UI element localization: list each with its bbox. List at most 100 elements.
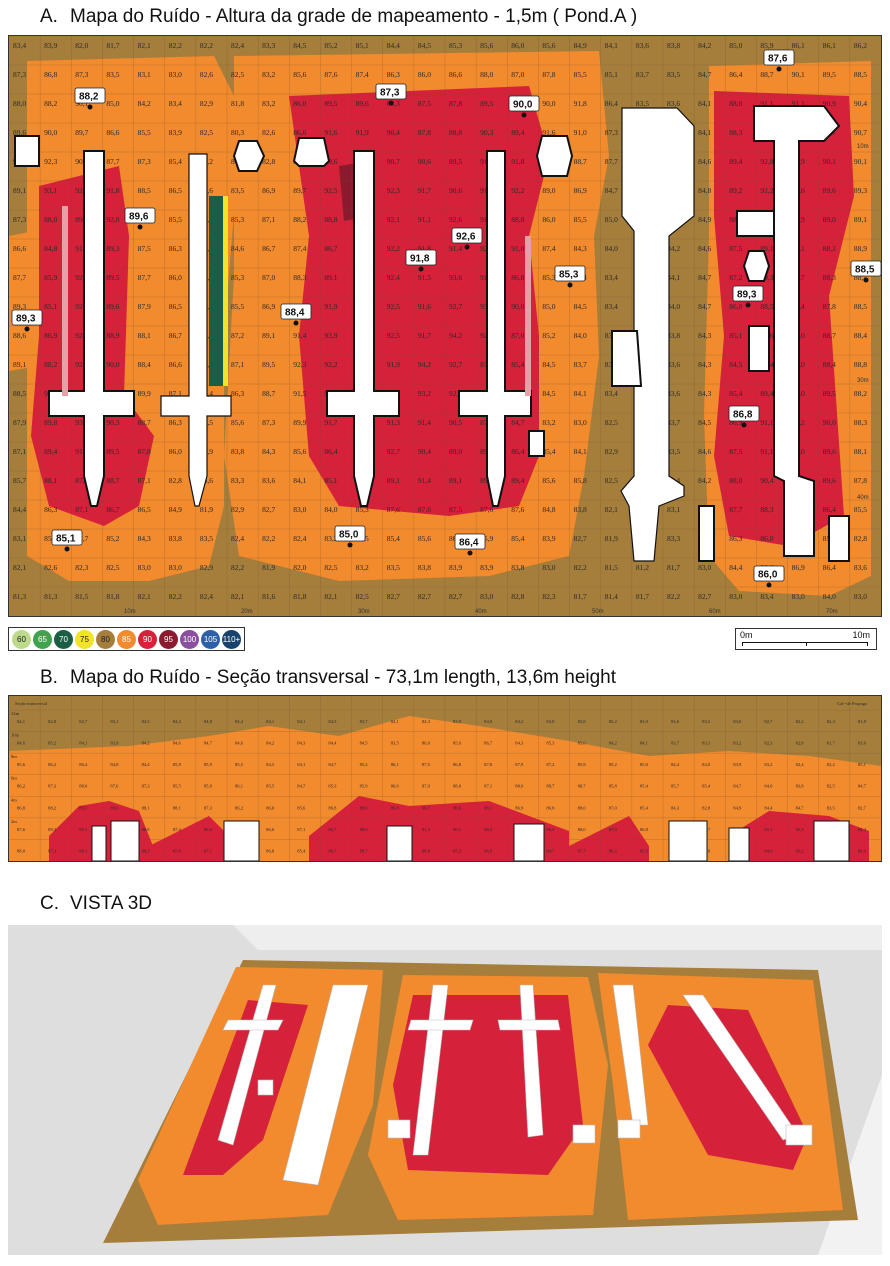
grid-value: 91,1: [792, 99, 805, 108]
callout-box: [405, 249, 437, 266]
grid-value: 89,1: [854, 215, 867, 224]
section-grid-value: 83,5: [391, 741, 400, 747]
section-grid-value: 87,4: [173, 827, 182, 833]
grid-value: 89,3: [13, 302, 26, 311]
receiver-callout: 87,3: [375, 83, 407, 106]
section-grid-value: 87,7: [578, 848, 587, 854]
grid-value: 81,5: [75, 592, 88, 601]
grid-value: 86,4: [729, 70, 742, 79]
grid-value: 89,6: [75, 215, 88, 224]
grid-value: 84,1: [667, 273, 680, 282]
grid-value: 86,7: [106, 505, 119, 514]
grid-value: 94,2: [418, 360, 431, 369]
grid-value: 82,5: [106, 563, 119, 572]
section-grid-value: 88,7: [360, 848, 369, 854]
grid-value: 91,8: [106, 186, 119, 195]
grid-value: 83,8: [667, 331, 680, 340]
grid-value: 82,9: [231, 505, 244, 514]
building-block-6: [753, 105, 841, 557]
grid-value: 84,3: [698, 389, 711, 398]
grid-value: 83,0: [169, 563, 182, 572]
section-grid-value: 85,4: [297, 848, 306, 854]
grid-value: 87,1: [138, 476, 151, 485]
building-3d-3-arm: [407, 1019, 474, 1031]
grid-value: 86,0: [729, 302, 742, 311]
section-grid-value: 85,5: [266, 784, 275, 790]
building-block-3: [326, 150, 400, 507]
building-3d-5: [612, 984, 649, 1126]
grid-value: 83,4: [760, 592, 773, 601]
grid-value: 89,1: [760, 244, 773, 253]
section-grid-value: 87,3: [142, 784, 151, 790]
section-grid-value: 84,3: [328, 719, 337, 725]
section-zone-90-b: [149, 816, 229, 861]
grid-value: 89,1: [262, 331, 275, 340]
grid-value: 87,8: [449, 99, 462, 108]
grid-value: 84,4: [387, 41, 400, 50]
section-grid-value: 85,0: [578, 741, 587, 747]
grid-value: 82,7: [418, 592, 431, 601]
grid-value: 84,1: [698, 99, 711, 108]
section-grid-value: 86,4: [79, 762, 88, 768]
grid-value: 81,8: [231, 99, 244, 108]
receiver-callout: 91,8: [405, 249, 437, 272]
grid-value: 85,1: [44, 302, 57, 311]
grid-value: 88,5: [760, 302, 773, 311]
grid-value: 83,0: [729, 592, 742, 601]
grid-value: 81,9: [200, 505, 213, 514]
grid-value: 83,5: [106, 70, 119, 79]
section-grid-value: 84,4: [142, 762, 151, 768]
section-grid-value: 85,5: [235, 762, 244, 768]
grid-value: 87,9: [138, 302, 151, 311]
grid-value: 91,5: [418, 273, 431, 282]
grid-value: 84,2: [698, 476, 711, 485]
map-bottom-label: 60m: [709, 609, 721, 615]
grid-value: 82,0: [75, 41, 88, 50]
legend-swatch: 110+: [222, 629, 241, 649]
grid-value: 87,8: [138, 447, 151, 456]
grid-value: 83,0: [574, 418, 587, 427]
grid-value: 91,6: [542, 128, 555, 137]
grid-value: 84,5: [293, 41, 306, 50]
grid-value: 88,0: [480, 70, 493, 79]
callout-box: [74, 87, 106, 104]
callout-value: 87,6: [768, 54, 788, 65]
section-side-label: 4m: [11, 797, 17, 802]
grid-value: 81,5: [605, 563, 618, 572]
section-grid-value: 86,8: [266, 848, 275, 854]
receiver-dot: [741, 422, 747, 428]
section-grid-value: 85,8: [204, 784, 213, 790]
grid-value: 85,3: [231, 273, 244, 282]
grid-value: 84,6: [231, 244, 244, 253]
receiver-callout: 85,1: [51, 529, 83, 552]
grid-value: 82,8: [262, 157, 275, 166]
grid-value: 82,2: [200, 41, 213, 50]
section-b-title: Mapa do Ruído - Seção transversal - 73,1…: [70, 667, 617, 688]
grid-value: 87,5: [418, 99, 431, 108]
grid-value: 91,6: [75, 447, 88, 456]
grid-value: 86,9: [262, 302, 275, 311]
callout-box: [728, 405, 760, 422]
grid-value: 85,0: [542, 302, 555, 311]
pink-strip-2: [525, 236, 531, 396]
grid-value: 86,6: [106, 128, 119, 137]
section-grid-value: 84,4: [328, 741, 337, 747]
grid-value: 82,4: [200, 592, 213, 601]
section-grid-value: 88,0: [453, 784, 462, 790]
section-grid-value: 85,5: [640, 848, 649, 854]
grid-value: 85,7: [13, 476, 26, 485]
section-grid-value: 84,2: [142, 741, 151, 747]
grid-value: 82,4: [293, 534, 306, 543]
grid-value: 89,4: [729, 157, 742, 166]
grid-value: 87,5: [449, 505, 462, 514]
grid-value: 88,5: [854, 302, 867, 311]
grid-value: 82,9: [605, 447, 618, 456]
grid-value: 91,3: [387, 418, 400, 427]
grid-value: 83,6: [667, 389, 680, 398]
section-grid-value: 91,3: [422, 827, 431, 833]
grid-value: 82,5: [605, 418, 618, 427]
callout-value: 87,3: [380, 88, 400, 99]
section-grid-value: 81,7: [827, 741, 836, 747]
scale-tick-start: [742, 642, 743, 646]
grid-value: 91,9: [356, 128, 369, 137]
